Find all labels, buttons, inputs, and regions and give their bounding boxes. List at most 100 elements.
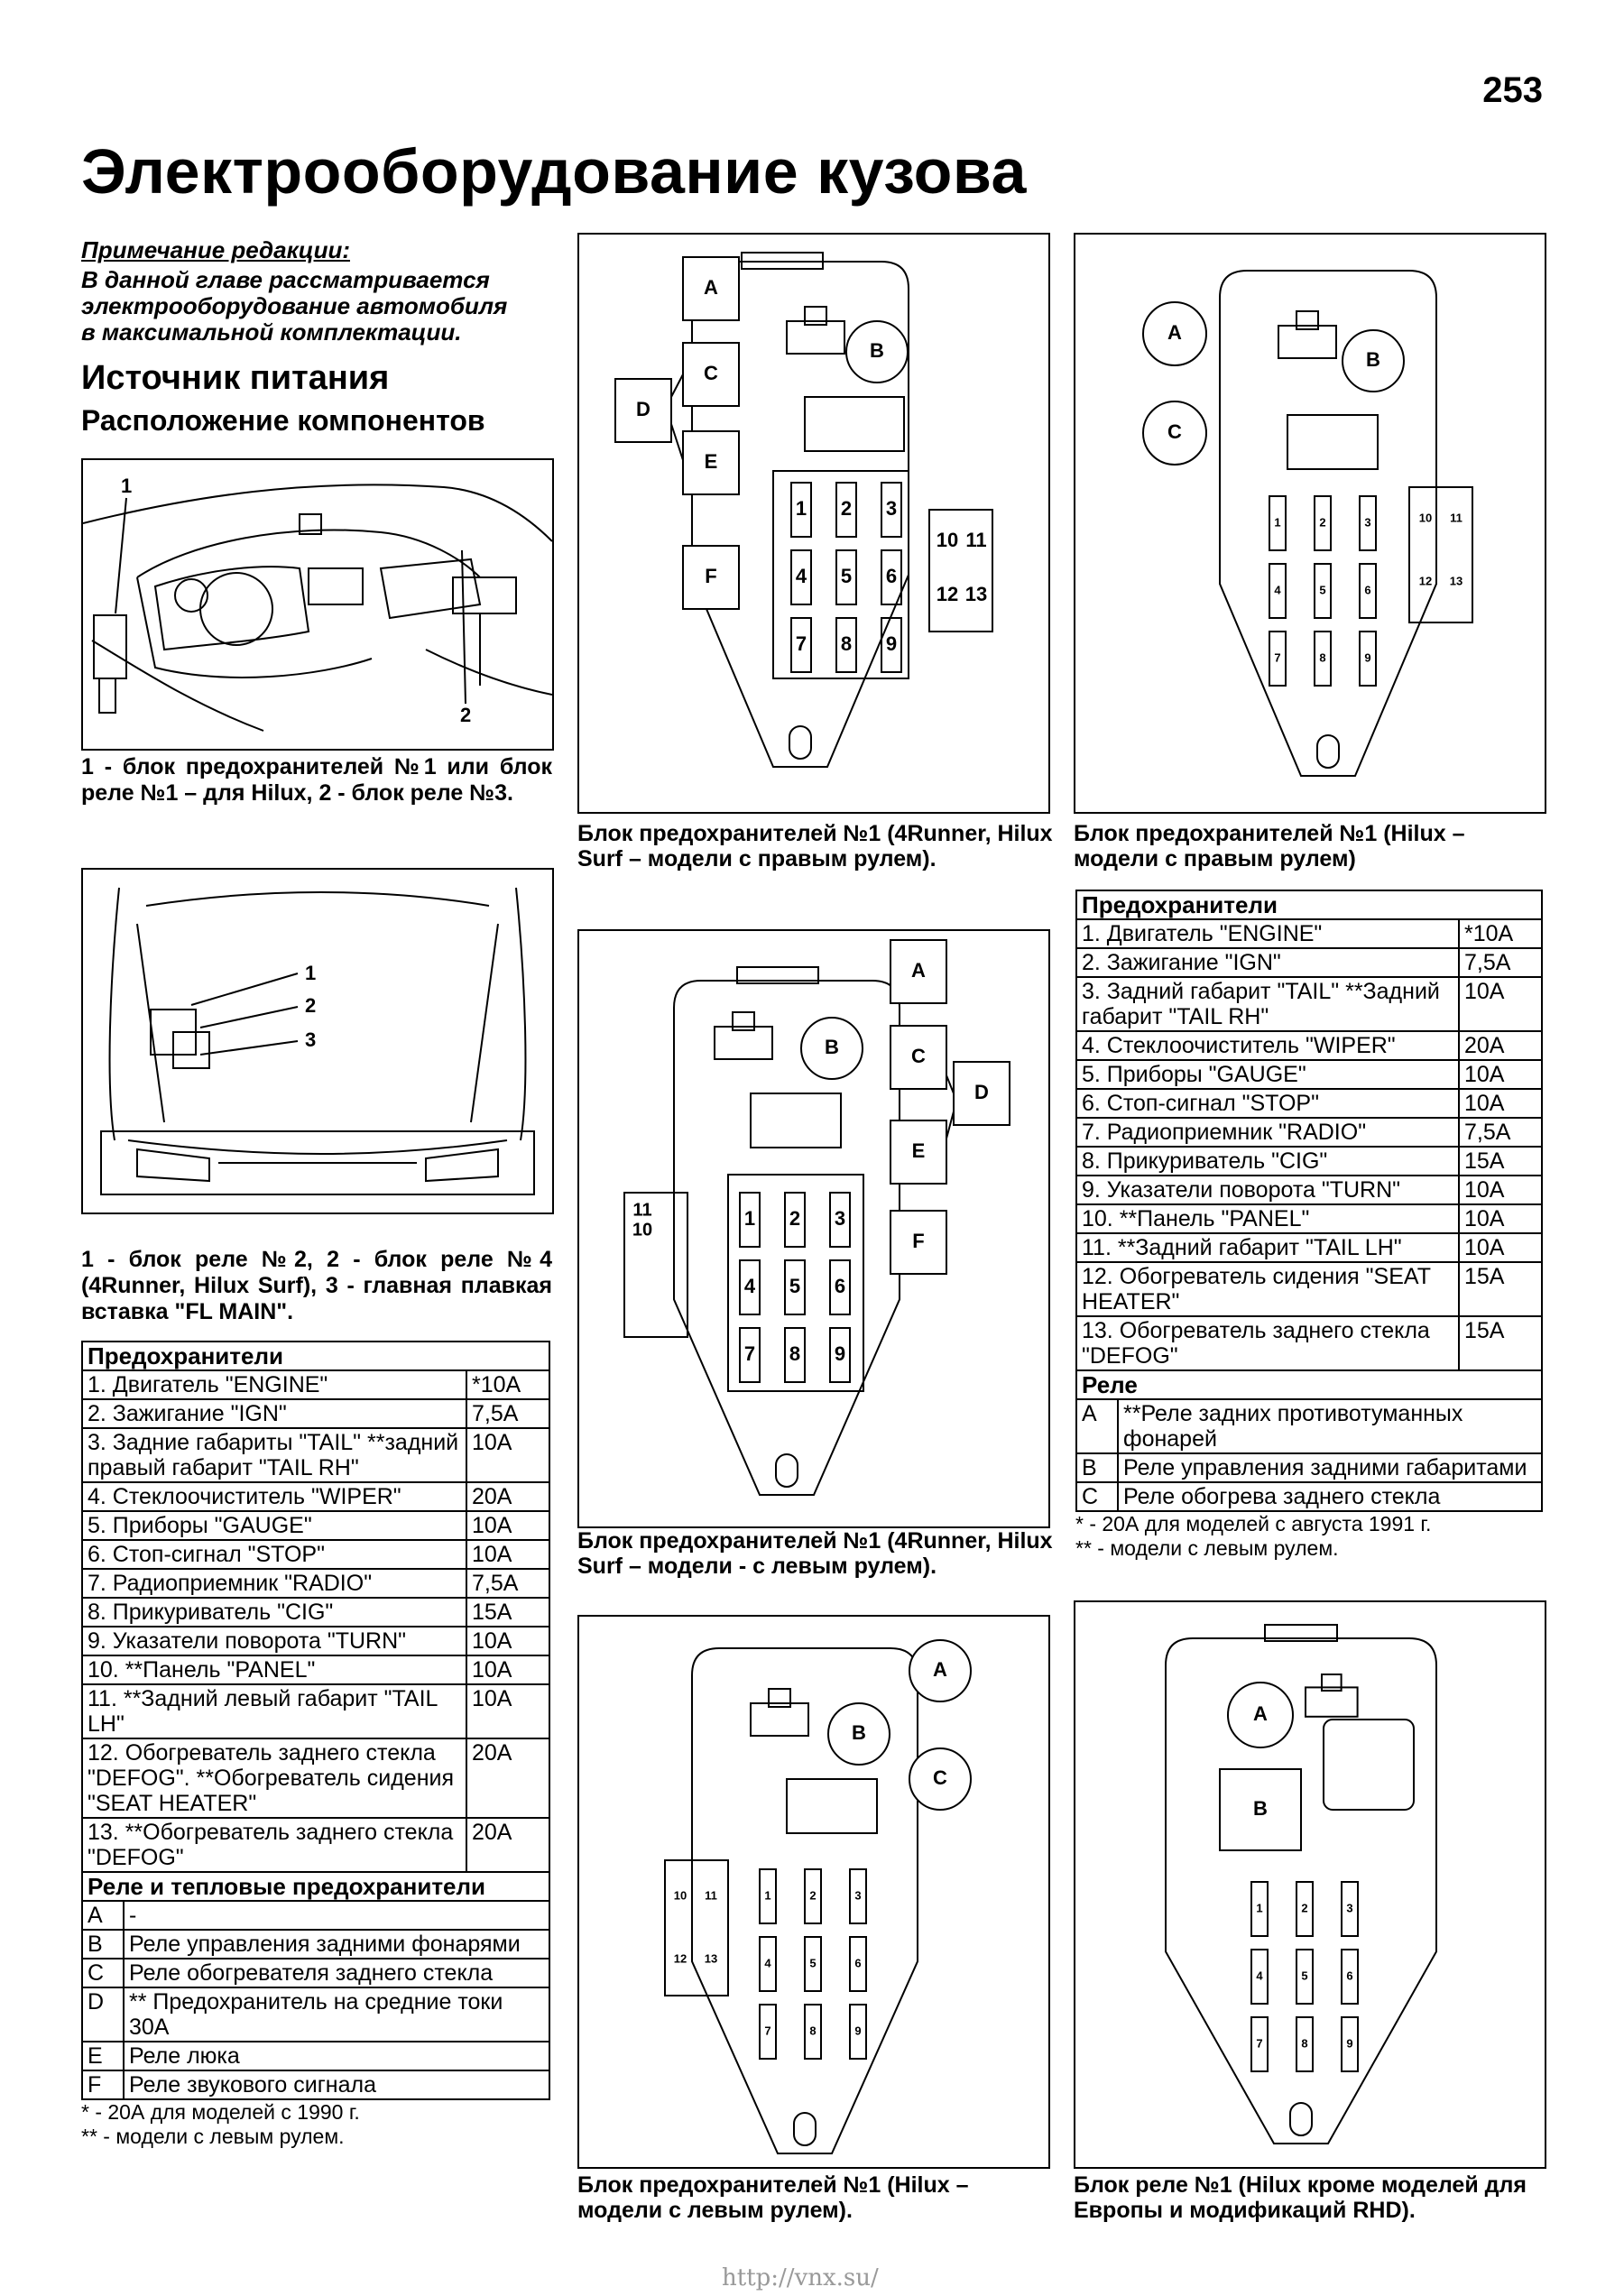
fuse-number: 12 (937, 583, 958, 605)
table-row: 4. Стеклоочиститель "WIPER"20A (81, 1481, 550, 1512)
fuse-slot (784, 1259, 806, 1315)
relay-label: A (704, 276, 718, 299)
table-row: 11. **Задний левый габарит "TAIL LH"10A (81, 1683, 550, 1739)
diagram-4-caption: Блок предохранителей №1 (Hilux – модели … (577, 2172, 969, 2223)
fuse-name: 1. Двигатель "ENGINE" (1075, 918, 1460, 949)
fuse-slot (804, 1936, 822, 1992)
fuse-slot (790, 549, 812, 605)
fuse-rating: 20A (466, 1481, 550, 1512)
fuse-name: 5. Приборы "GAUGE" (81, 1510, 467, 1541)
fuse-number: 1 (1256, 1901, 1262, 1914)
fuse-number: 9 (886, 632, 897, 655)
fuse-number: 5 (841, 565, 852, 587)
fuse-number: 1 (744, 1207, 755, 1230)
fuse-name: 1. Двигатель "ENGINE" (81, 1369, 467, 1400)
fuse-rating: 15A (1458, 1146, 1543, 1176)
mounting-hole (789, 725, 812, 760)
fuse-slot (1250, 1881, 1269, 1937)
fuse-panel (727, 1174, 864, 1392)
table-row: 2. Зажигание "IGN"7,5A (81, 1398, 550, 1429)
relay-text: **Реле задних противотуманных фонарей (1117, 1398, 1543, 1454)
dashboard-illustration: 1 2 (81, 458, 554, 751)
fuse-slot (1296, 1881, 1314, 1937)
relay-label: B (852, 1721, 866, 1744)
connector (714, 1026, 773, 1060)
fuse-slot (1314, 631, 1332, 687)
relay-circle (1142, 401, 1207, 466)
fuse-name: 7. Радиоприемник "RADIO" (1075, 1117, 1460, 1148)
fuse-name: 10. **Панель "PANEL" (1075, 1203, 1460, 1234)
fuse-number: 8 (1301, 2036, 1307, 2050)
fuse-number: 11 (965, 529, 986, 551)
fig2-caption: 1 - блок реле №2, 2 - блок реле №4 (4Run… (81, 1247, 552, 1324)
fuse-number: 3 (1364, 515, 1370, 529)
relay-label: B (825, 1036, 839, 1058)
relay-circle (827, 1702, 890, 1766)
table-row: 12. Обогреватель заднего стекла "DEFOG".… (81, 1738, 550, 1819)
mounting-hole (1289, 2102, 1313, 2136)
table-row: 6. Стоп-сигнал "STOP"10A (1075, 1088, 1543, 1119)
section-subheading: Расположение компонентов (81, 404, 485, 437)
fuse-number: 2 (789, 1207, 800, 1230)
table-header: Реле и тепловые предохранители (81, 1871, 550, 1902)
fuse-number: 7 (764, 2024, 770, 2037)
housing-outline (673, 980, 900, 1496)
table-row: 4. Стеклоочиститель "WIPER"20A (1075, 1030, 1543, 1061)
fuse-slot (759, 2004, 777, 2060)
table-row: 8. Прикуриватель "CIG"15A (81, 1597, 550, 1627)
fuse-number: 3 (1346, 1901, 1352, 1914)
relay-key: A (81, 1900, 125, 1931)
section-heading: Источник питания (81, 359, 390, 397)
relay-circle (1142, 301, 1207, 366)
fuse-name: 6. Стоп-сигнал "STOP" (1075, 1088, 1460, 1119)
fuse-slot (804, 2004, 822, 2060)
fuse-number: 11 (705, 1888, 717, 1902)
table-row: 10. **Панель "PANEL"10A (1075, 1203, 1543, 1234)
mounting-hole (1316, 734, 1340, 769)
editor-note-line: В данной главе рассматривается (81, 266, 490, 293)
fuse-slot (1296, 2016, 1314, 2072)
fuse-name: 2. Зажигание "IGN" (1075, 947, 1460, 978)
fuse-name: 2. Зажигание "IGN" (81, 1398, 467, 1429)
fuse-number: 11 (632, 1200, 651, 1220)
connector (786, 320, 845, 355)
relay-text: Реле обогревателя заднего стекла (123, 1958, 550, 1988)
relay-circle (909, 1747, 972, 1811)
relay-box (682, 430, 740, 495)
fuse-slot (739, 1192, 761, 1248)
fuse-rating: 10A (1458, 976, 1543, 1032)
table-row: A**Реле задних противотуманных фонарей (1075, 1398, 1543, 1454)
fuse-name: 3. Задние габариты "TAIL" **задний правы… (81, 1427, 467, 1483)
wire (670, 373, 684, 461)
table-header: Предохранители (81, 1341, 550, 1371)
fuse-slot (784, 1327, 806, 1383)
connector-tab (1296, 310, 1319, 330)
fuse-slot (739, 1327, 761, 1383)
fuse-number: 7 (796, 632, 807, 655)
fuse-number: 9 (1346, 2036, 1352, 2050)
fuse-panel-small (1408, 486, 1473, 623)
relay-key: A (1075, 1398, 1119, 1454)
relay-label: B (1366, 348, 1380, 371)
table-row: D** Предохранитель на средние токи 30А (81, 1987, 550, 2042)
diagram-3-caption: Блок предохранителей №1 (4Runner, Hilux … (577, 1528, 1053, 1579)
fuse-name: 4. Стеклоочиститель "WIPER" (1075, 1030, 1460, 1061)
relay-box (890, 1210, 947, 1275)
mounting-hole (793, 2112, 817, 2146)
fuse-slot (849, 2004, 867, 2060)
table-row: 1. Двигатель "ENGINE"*10A (81, 1369, 550, 1400)
table-row: 2. Зажигание "IGN"7,5A (1075, 947, 1543, 978)
fuse-slot (804, 1868, 822, 1924)
relay-text: Реле управления задними габаритами (1117, 1452, 1543, 1483)
fuse-panel-small (928, 509, 993, 632)
fuse-number: 6 (886, 565, 897, 587)
fuse-slot (1341, 2016, 1359, 2072)
fuse-number: 8 (809, 2024, 816, 2037)
relay-key: B (1075, 1452, 1119, 1483)
